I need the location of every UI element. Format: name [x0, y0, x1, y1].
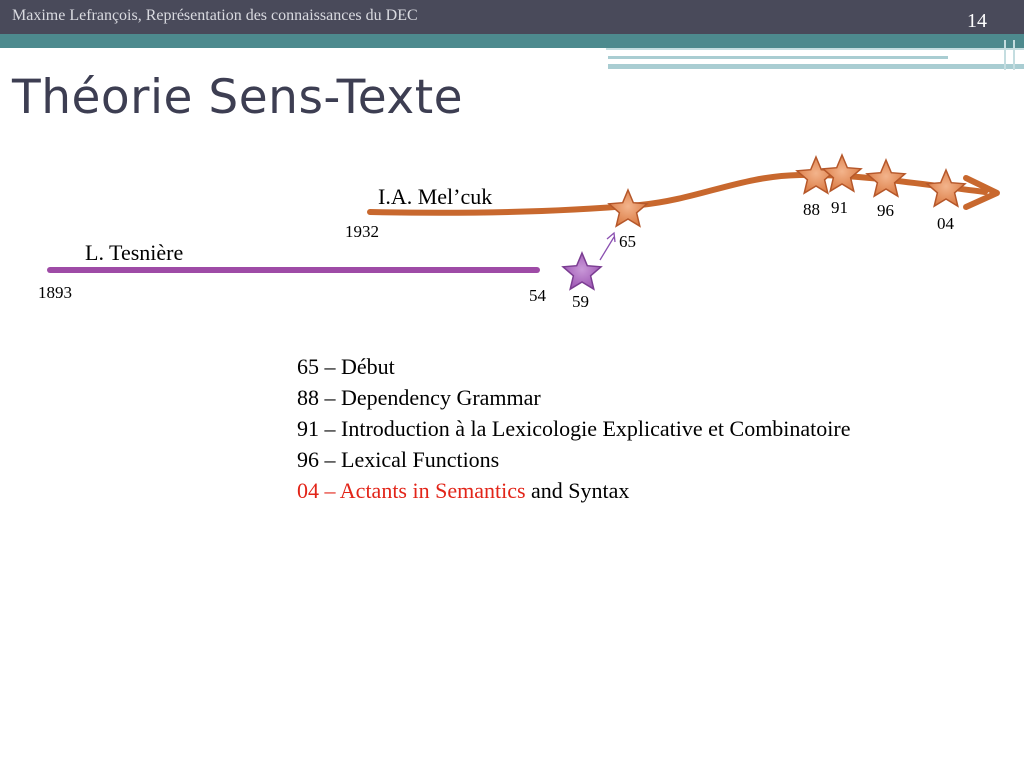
star-icon [821, 153, 863, 193]
events-list: 65 – Début 88 – Dependency Grammar 91 – … [297, 351, 1012, 506]
deco-line [1004, 40, 1006, 70]
event-item: 88 – Dependency Grammar [297, 382, 1012, 413]
event-text-highlight: 04 – Actants in Semantics [297, 478, 526, 503]
connector-arrow-head-icon [606, 231, 616, 243]
star-icon [925, 168, 967, 208]
event-item: 04 – Actants in Semantics and Syntax [297, 475, 1012, 506]
deco-line [608, 64, 1024, 69]
event-text: 96 – Lexical Functions [297, 447, 500, 472]
slide-number: 14 [967, 10, 987, 32]
timeline-diagram: L. Tesnière 1893 54 59 I.A. Mel’cuk 1932… [38, 153, 1000, 311]
star-icon [865, 158, 907, 198]
star-year-label: 65 [619, 232, 636, 251]
arrow-head-icon [963, 175, 1000, 210]
star-year-label: 91 [831, 198, 848, 217]
tesniere-start-year: 1893 [38, 283, 72, 302]
star-year-label: 88 [803, 200, 820, 219]
slide-title: Théorie Sens-Texte [12, 70, 464, 125]
star-year-label: 96 [877, 201, 894, 220]
header-bar: Maxime Lefrançois, Représentation des co… [0, 0, 1024, 34]
event-text-rest: and Syntax [525, 478, 630, 503]
event-text: 65 – Début [297, 354, 395, 379]
event-item: 65 – Début [297, 351, 1012, 382]
star-icon [607, 188, 649, 228]
deco-line [1013, 40, 1015, 70]
deco-line [606, 48, 1024, 50]
tesniere-name: L. Tesnière [85, 240, 183, 265]
event-text: 88 – Dependency Grammar [297, 385, 541, 410]
event-item: 96 – Lexical Functions [297, 444, 1012, 475]
tesniere-star-year: 59 [572, 292, 589, 311]
star-year-label: 04 [937, 214, 955, 233]
tesniere-end-year: 54 [529, 286, 547, 305]
melcuk-start-year: 1932 [345, 222, 379, 241]
melcuk-name: I.A. Mel’cuk [378, 184, 492, 209]
deco-line [608, 56, 948, 59]
header-author: Maxime Lefrançois, Représentation des co… [12, 7, 418, 24]
event-text: 91 – Introduction à la Lexicologie Expli… [297, 416, 851, 441]
event-item: 91 – Introduction à la Lexicologie Expli… [297, 413, 1012, 444]
star-icon [561, 251, 603, 291]
teal-band [0, 34, 1024, 48]
connector-arrow [599, 236, 615, 261]
